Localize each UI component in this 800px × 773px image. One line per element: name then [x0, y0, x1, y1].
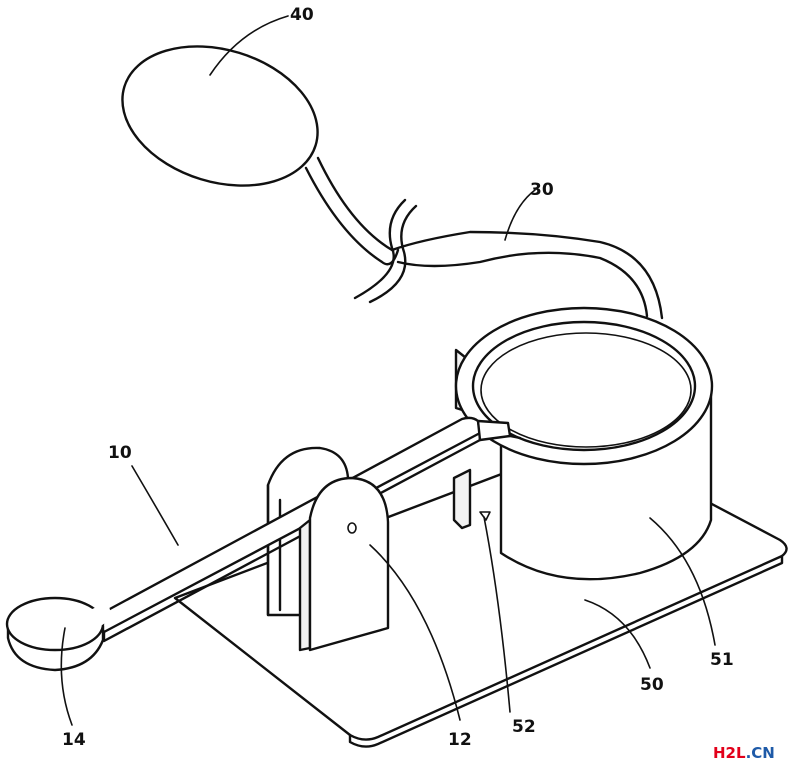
- cable: [304, 156, 664, 320]
- watermark-part2: .CN: [746, 744, 775, 762]
- slot: [452, 468, 472, 530]
- svg-text:H2L.CN: H2L.CN: [713, 744, 775, 762]
- label-40: 40: [290, 5, 314, 25]
- leader-lines: [60, 15, 716, 726]
- label-14: 14: [62, 730, 86, 750]
- label-51: 51: [710, 650, 734, 670]
- label-30: 30: [530, 180, 554, 200]
- end-pad: [5, 596, 112, 672]
- watermark-part1: H2L: [713, 744, 746, 762]
- label-10: 10: [108, 443, 132, 463]
- label-12: 12: [448, 730, 472, 750]
- label-50: 50: [640, 675, 664, 695]
- cup-body: [454, 306, 714, 581]
- watermark-logo: H2L.CN: [713, 744, 775, 762]
- label-52: 52: [512, 717, 536, 737]
- reference-numerals: 40 30 10 14 12 52 50 51: [62, 5, 734, 750]
- lever-arm: [93, 416, 522, 643]
- front-support: [298, 476, 390, 652]
- earbud: [121, 45, 319, 187]
